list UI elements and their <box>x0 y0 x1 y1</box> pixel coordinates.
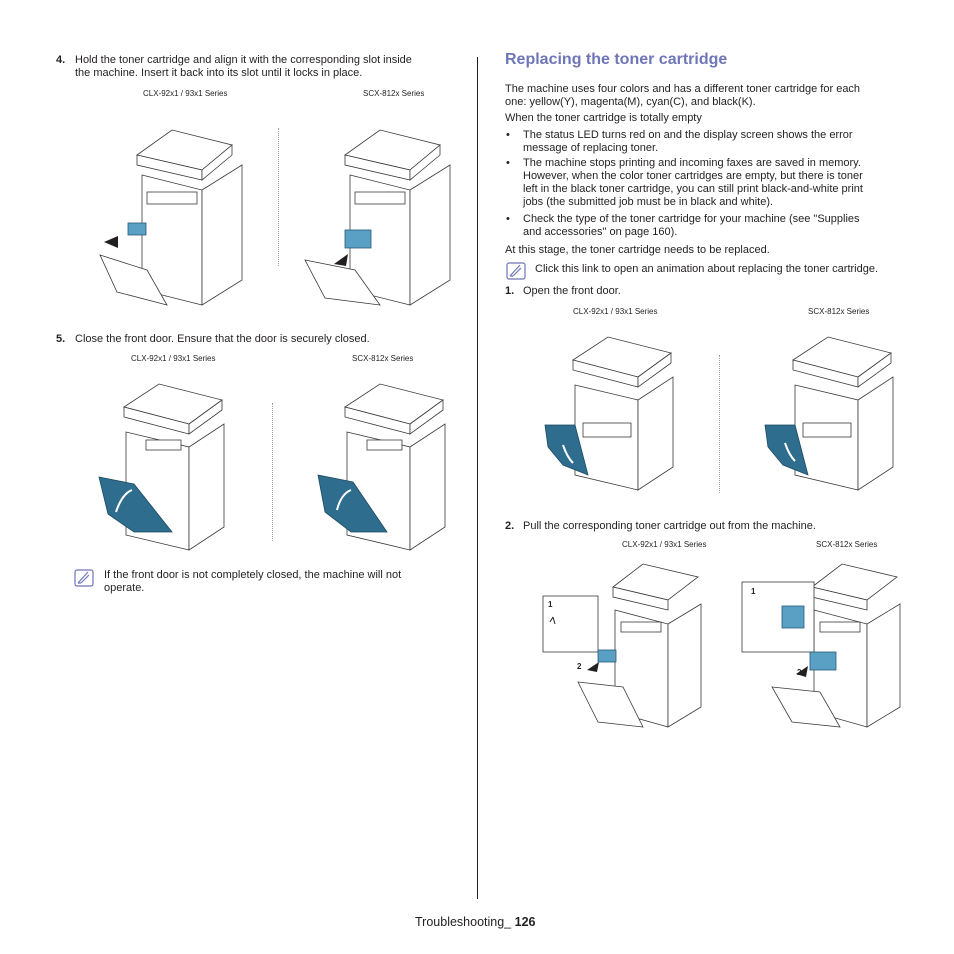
step-2-illustration-scx <box>741 563 901 728</box>
step-4: 4. <box>56 54 65 67</box>
step-5-divider <box>272 403 273 541</box>
bullet-3: Check the type of the toner cartridge fo… <box>523 213 860 239</box>
bullet-2-line3: left in the black toner cartridge, you c… <box>523 183 863 195</box>
note-text-line2: operate. <box>104 582 145 594</box>
bullet-mark-3: • <box>506 213 510 225</box>
step-1-caption-clx: CLX-92x1 / 93x1 Series <box>573 307 658 316</box>
bullet-1: The status LED turns red on and the disp… <box>523 129 853 155</box>
bullet-2-line2: However, when the color toner cartridges… <box>523 170 863 182</box>
bullet-2-line4: jobs (the submitted job must be in black… <box>523 196 774 208</box>
page-footer: Troubleshooting_ 126 <box>415 915 535 929</box>
step-4-text-line2: the machine. Insert it back into its slo… <box>75 67 363 79</box>
step-1: 1. <box>505 285 514 298</box>
intro-line2: one: yellow(Y), magenta(M), cyan(C), and… <box>505 96 756 108</box>
animation-link[interactable]: Click this link to open an animation abo… <box>535 263 879 275</box>
callout-2-scx: 2 <box>797 668 802 677</box>
step-1-number: 1. <box>505 285 515 297</box>
step-4-number: 4. <box>56 54 66 66</box>
step-4-illustration-scx <box>304 129 451 306</box>
step-5-number: 5. <box>56 333 66 345</box>
step-1-text: Open the front door. <box>523 285 621 297</box>
step-4-text: Hold the toner cartridge and align it wi… <box>75 54 412 80</box>
note-text-line1: If the front door is not completely clos… <box>104 569 402 581</box>
step-5: 5. <box>56 333 65 346</box>
step-5-caption-scx: SCX-812x Series <box>352 354 414 363</box>
callout-1-scx: 1 <box>751 587 756 596</box>
step-4-text-line1: Hold the toner cartridge and align it wi… <box>75 54 412 66</box>
column-divider <box>477 57 478 899</box>
footer-page-number: 126 <box>514 915 536 929</box>
step-5-illustration-clx <box>98 383 225 551</box>
step-2-caption-clx: CLX-92x1 / 93x1 Series <box>622 540 707 549</box>
step-4-illustration-clx <box>99 129 243 306</box>
footer-section: Troubleshooting_ <box>415 915 512 929</box>
step-2: 2. <box>505 520 514 533</box>
step-5-text: Close the front door. Ensure that the do… <box>75 333 370 345</box>
note-pencil-icon <box>74 569 94 587</box>
note-text: If the front door is not completely clos… <box>104 569 401 595</box>
animation-pencil-icon <box>506 262 526 280</box>
bullet-1-line1: The status LED turns red on and the disp… <box>523 129 853 141</box>
section-title: Replacing the toner cartridge <box>505 51 728 68</box>
empty-label: When the toner cartridge is totally empt… <box>505 112 702 124</box>
bullet-mark-2: • <box>506 157 510 169</box>
step-4-caption-clx: CLX-92x1 / 93x1 Series <box>143 89 228 98</box>
bullet-3-line2: and accessories" on page 160). <box>523 226 678 238</box>
bullet-2-line1: The machine stops printing and incoming … <box>523 157 861 169</box>
step-1-illustration-scx <box>764 336 894 491</box>
step-2-caption-scx: SCX-812x Series <box>816 540 878 549</box>
intro-text: The machine uses four colors and has a d… <box>505 83 860 109</box>
bullet-mark-1: • <box>506 129 510 141</box>
step-4-divider <box>278 128 279 266</box>
step-1-illustration-clx <box>544 336 674 491</box>
callout-1-clx: 1 <box>548 600 553 609</box>
step-5-caption-clx: CLX-92x1 / 93x1 Series <box>131 354 216 363</box>
step-2-illustration-clx <box>542 563 702 728</box>
step-1-divider <box>719 355 720 493</box>
step-5-illustration-scx <box>317 383 446 551</box>
callout-2-clx: 2 <box>577 662 582 671</box>
bullet-2: The machine stops printing and incoming … <box>523 157 863 209</box>
bullet-1-line2: message of replacing toner. <box>523 142 659 154</box>
step-4-caption-scx: SCX-812x Series <box>363 89 425 98</box>
step-2-number: 2. <box>505 520 515 532</box>
bullet-3-line1: Check the type of the toner cartridge fo… <box>523 213 860 225</box>
stage-text: At this stage, the toner cartridge needs… <box>505 244 770 256</box>
intro-line1: The machine uses four colors and has a d… <box>505 83 861 95</box>
step-1-caption-scx: SCX-812x Series <box>808 307 870 316</box>
step-2-text: Pull the corresponding toner cartridge o… <box>523 520 816 532</box>
